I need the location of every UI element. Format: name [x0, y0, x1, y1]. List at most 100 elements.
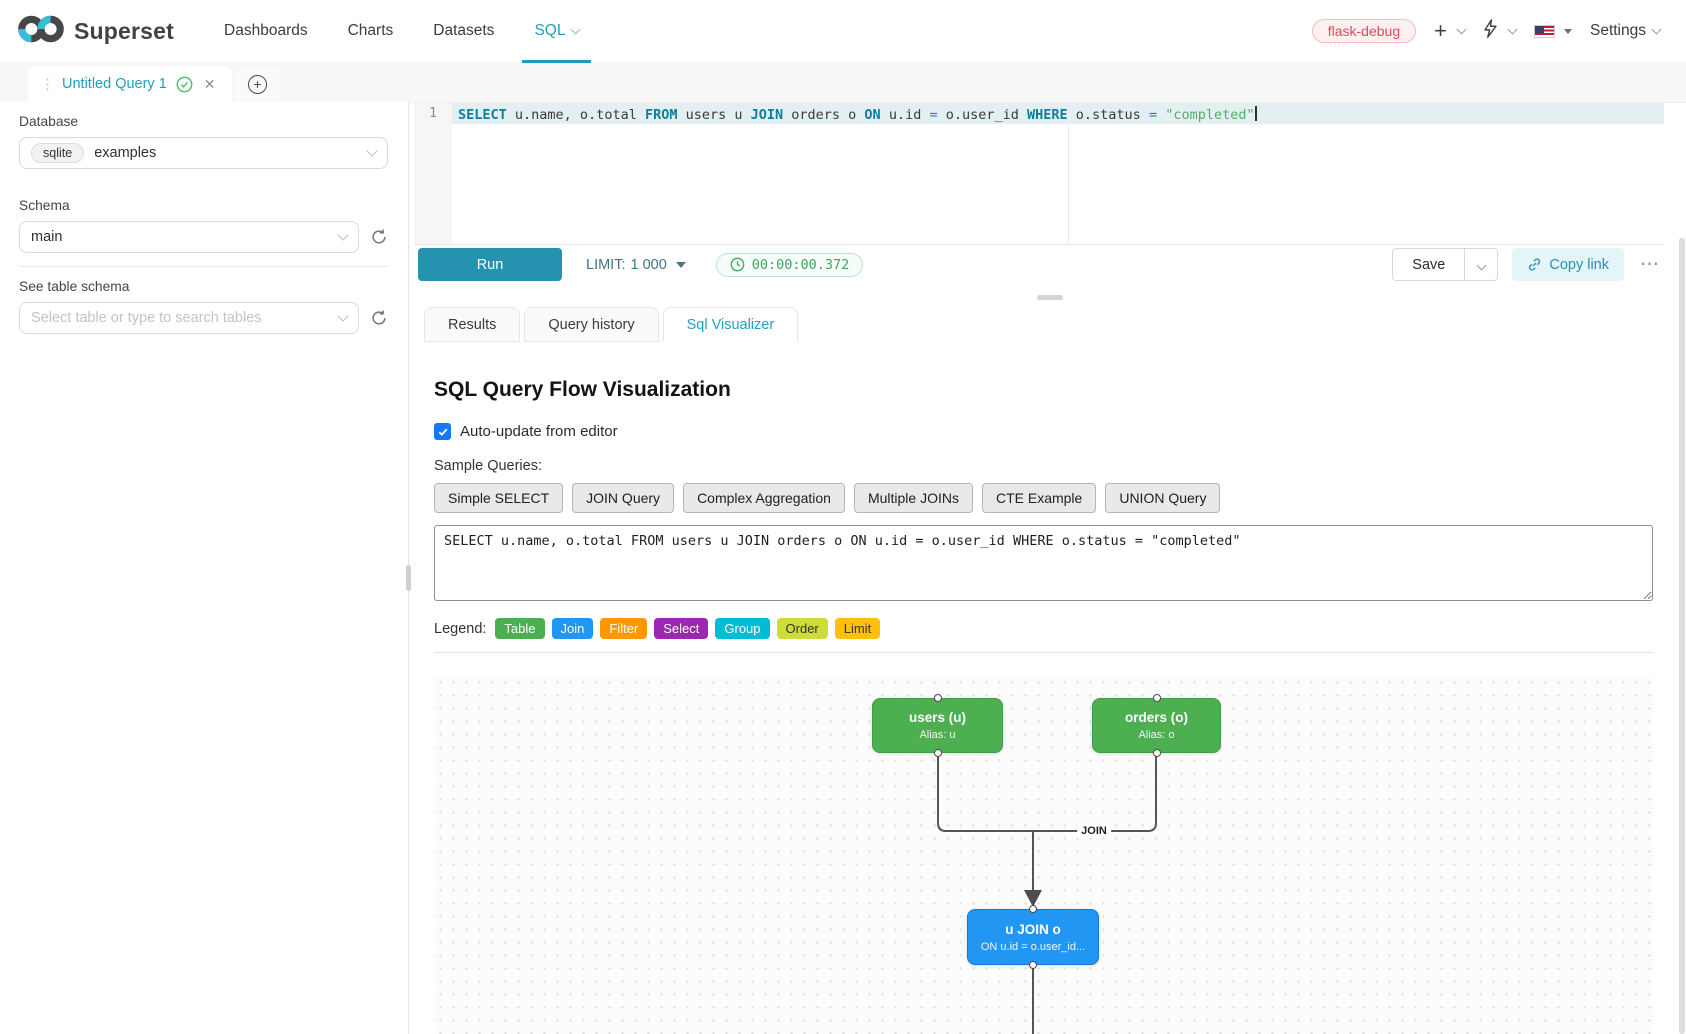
clock-icon — [730, 257, 745, 272]
editor-gutter: 1 — [414, 103, 452, 244]
page-title: SQL Query Flow Visualization — [434, 378, 731, 401]
superset-logo-icon — [16, 12, 66, 51]
lightning-icon — [1483, 18, 1498, 44]
table-schema-label: See table schema — [19, 279, 130, 294]
node-handle[interactable] — [1152, 694, 1161, 702]
node-handle[interactable] — [1029, 961, 1037, 969]
limit-dropdown[interactable]: LIMIT: 1 000 — [586, 257, 686, 273]
schema-select[interactable]: main — [19, 221, 359, 253]
check-circle-icon — [176, 76, 193, 93]
run-button[interactable]: Run — [418, 248, 562, 282]
legend-badge: Filter — [600, 618, 648, 639]
sample-query-button[interactable]: JOIN Query — [572, 483, 675, 513]
sql-workspace: 1 SELECT u.name, o.total FROM users u JO… — [409, 102, 1686, 1034]
sql-code-line[interactable]: SELECT u.name, o.total FROM users u JOIN… — [458, 106, 1257, 123]
query-timer: 00:00:00.372 — [715, 252, 864, 277]
link-icon — [1527, 257, 1542, 272]
close-icon[interactable]: ✕ — [203, 75, 216, 92]
refresh-schemas-button[interactable] — [370, 228, 388, 246]
query-input[interactable]: SELECT u.name, o.total FROM users u JOIN… — [434, 525, 1653, 601]
brand-name: Superset — [74, 17, 175, 44]
legend-badge: Select — [654, 618, 709, 639]
auto-update-checkbox[interactable] — [434, 423, 451, 440]
edge-label-join: JOIN — [1077, 824, 1111, 838]
flow-node-join[interactable]: u JOIN o ON u.id = o.user_id... — [967, 905, 1099, 969]
language-picker[interactable] — [1533, 24, 1572, 38]
query-tab-strip: ⋮ Untitled Query 1 ✕ + — [0, 62, 1686, 102]
nav-item-dashboards[interactable]: Dashboards — [224, 22, 308, 39]
active-line-highlight — [452, 103, 1664, 124]
nav-item-datasets[interactable]: Datasets — [433, 22, 495, 39]
legend-label: Legend: — [434, 620, 487, 637]
timer-value: 00:00:00.372 — [751, 256, 850, 273]
superset-brand[interactable]: Superset — [16, 12, 174, 51]
save-button[interactable]: Save — [1392, 248, 1466, 282]
flow-node-users[interactable]: users (u) Alias: u — [872, 694, 1003, 757]
query-flow-canvas[interactable]: users (u) Alias: u orders (o) Alias: o u… — [434, 676, 1653, 1034]
table-select[interactable]: Select table or type to search tables — [19, 302, 359, 334]
main-nav: Dashboards Charts Datasets SQL — [204, 0, 599, 63]
query-search-menu[interactable] — [1483, 18, 1518, 44]
flow-edges — [937, 756, 1157, 1034]
sample-query-button[interactable]: Complex Aggregation — [683, 483, 845, 513]
new-item-menu[interactable]: + — [1434, 18, 1467, 43]
print-margin-line — [1068, 103, 1069, 244]
sidebar-divider — [19, 266, 388, 267]
content-divider — [434, 652, 1653, 653]
sample-query-button[interactable]: CTE Example — [981, 483, 1097, 513]
legend-badge: Table — [495, 618, 545, 639]
legend-badge: Limit — [834, 618, 881, 639]
tab-query-history[interactable]: Query history — [524, 307, 659, 342]
chevron-down-icon — [1651, 24, 1662, 34]
navbar-right: flask-debug + Settings — [1311, 18, 1662, 44]
sqllab-sidebar: Database sqlite examples Schema main See… — [0, 102, 409, 1034]
save-options-button[interactable] — [1465, 248, 1499, 282]
legend-badge: Group — [715, 618, 770, 639]
sample-query-buttons: Simple SELECT JOIN Query Complex Aggregati… — [434, 483, 1653, 513]
new-query-tab-button[interactable]: + — [235, 66, 280, 102]
node-handle[interactable] — [933, 694, 942, 702]
refresh-tables-button[interactable] — [370, 309, 388, 327]
database-select[interactable]: sqlite examples — [19, 137, 388, 169]
sample-query-button[interactable]: Simple SELECT — [434, 483, 564, 513]
caret-down-icon — [675, 261, 686, 268]
node-handle[interactable] — [933, 749, 942, 757]
sql-editor[interactable]: 1 SELECT u.name, o.total FROM users u JO… — [414, 103, 1664, 245]
database-engine-badge: sqlite — [31, 143, 85, 163]
chevron-down-icon — [337, 229, 349, 241]
main-area: Database sqlite examples Schema main See… — [0, 102, 1686, 1034]
auto-update-checkbox-row[interactable]: Auto-update from editor — [434, 423, 1653, 440]
drag-handle-icon[interactable]: ⋮ — [40, 76, 55, 93]
chevron-down-icon — [1456, 24, 1467, 34]
text-cursor — [1254, 106, 1257, 121]
page-scrollbar[interactable] — [1679, 238, 1685, 1034]
nav-item-charts[interactable]: Charts — [347, 22, 394, 39]
plus-icon: + — [1434, 18, 1447, 43]
query-tab-active[interactable]: ⋮ Untitled Query 1 ✕ — [28, 66, 232, 102]
database-label: Database — [19, 114, 79, 129]
save-split-button: Save — [1392, 248, 1499, 282]
node-handle[interactable] — [1152, 749, 1161, 757]
chevron-down-icon — [366, 145, 378, 157]
settings-menu[interactable]: Settings — [1590, 22, 1662, 40]
nav-item-sql[interactable]: SQL — [514, 0, 599, 63]
node-handle[interactable] — [1029, 905, 1037, 913]
flow-node-orders[interactable]: orders (o) Alias: o — [1092, 694, 1221, 757]
tab-sql-visualizer[interactable]: Sql Visualizer — [662, 307, 799, 342]
chevron-down-icon — [1476, 260, 1487, 271]
tab-results[interactable]: Results — [424, 307, 521, 342]
panel-resize-handle[interactable] — [1037, 295, 1063, 300]
result-tabs: Results Query history Sql Visualizer — [424, 307, 1686, 342]
visualizer-panel: SQL Query Flow Visualization Auto-update… — [414, 342, 1686, 1034]
table-select-placeholder: Select table or type to search tables — [31, 310, 262, 326]
sample-query-button[interactable]: UNION Query — [1105, 483, 1221, 513]
database-select-value: examples — [94, 145, 157, 161]
sidebar-resize-handle[interactable] — [406, 565, 411, 591]
top-navbar: Superset Dashboards Charts Datasets SQL … — [0, 0, 1686, 63]
chevron-down-icon — [571, 24, 581, 34]
more-options-button[interactable]: ⋯ — [1640, 254, 1660, 276]
sample-query-button[interactable]: Multiple JOINs — [853, 483, 973, 513]
plus-circle-icon: + — [248, 74, 268, 94]
copy-link-button[interactable]: Copy link — [1512, 248, 1624, 282]
